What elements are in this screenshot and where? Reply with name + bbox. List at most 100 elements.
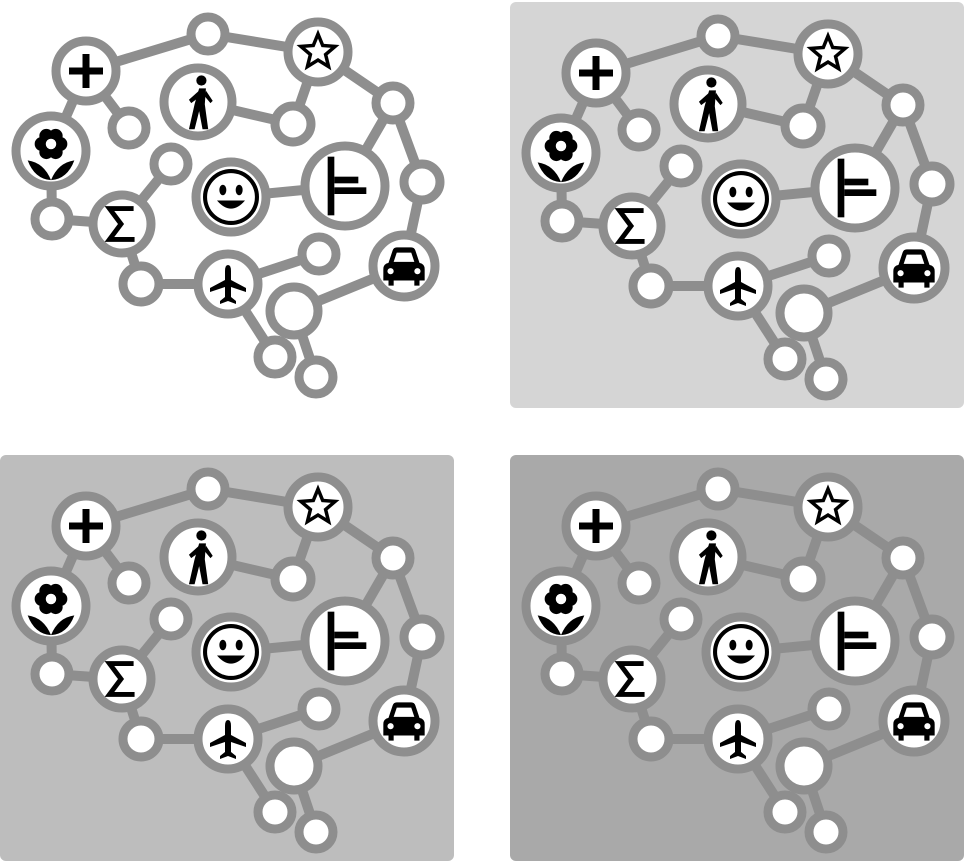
- icon-node: [703, 251, 773, 321]
- network-node: [107, 106, 151, 150]
- star-icon: [806, 484, 850, 526]
- network-node: [909, 614, 955, 660]
- network-node: [763, 337, 807, 381]
- panel-mid-gray: [0, 455, 454, 861]
- star-icon: [296, 484, 340, 526]
- network-node: [149, 597, 193, 641]
- network-node: [294, 810, 338, 854]
- network-node: [780, 103, 826, 149]
- network-node: [294, 355, 338, 399]
- network-node: [107, 561, 151, 605]
- network-node: [399, 614, 445, 660]
- icon-node: [878, 232, 950, 304]
- flower-icon: [537, 583, 585, 636]
- icon-node: [193, 249, 263, 319]
- network-node: [186, 467, 230, 511]
- icon-node: [598, 645, 666, 713]
- icon-node: [51, 36, 121, 106]
- network-node: [763, 790, 807, 834]
- panel-light-gray: [510, 2, 964, 408]
- sigma-icon: [614, 661, 645, 697]
- icon-node: [703, 704, 773, 774]
- icon-node: [159, 518, 237, 596]
- network-node: [696, 14, 740, 58]
- network-node: [118, 261, 164, 307]
- network-node: [909, 161, 955, 207]
- icon-node: [283, 17, 353, 87]
- star-icon: [806, 31, 850, 73]
- network-node: [540, 199, 584, 243]
- flower-icon: [537, 130, 585, 183]
- network-node: [804, 810, 848, 854]
- smiley-icon: [713, 171, 769, 227]
- walking-person-icon: [698, 77, 723, 132]
- icon-node: [521, 566, 601, 646]
- network-node: [617, 108, 661, 152]
- network-node: [881, 536, 925, 580]
- icon-node: [561, 491, 631, 561]
- network-node: [617, 561, 661, 605]
- car-icon: [893, 702, 935, 741]
- icon-node: [793, 472, 863, 542]
- smiley-icon: [203, 624, 259, 680]
- icon-node: [368, 685, 440, 757]
- icon-node: [193, 704, 263, 774]
- network-node: [270, 556, 316, 602]
- icon-node: [701, 612, 781, 692]
- network-node: [804, 357, 848, 401]
- panel-plain: [0, 0, 454, 406]
- icon-node: [159, 63, 237, 141]
- network-node: [297, 687, 341, 731]
- icon-node: [701, 159, 781, 239]
- walking-person-icon: [188, 530, 213, 585]
- network-node: [881, 83, 925, 127]
- car-icon: [893, 249, 935, 288]
- icon-node: [669, 518, 747, 596]
- icon-node: [51, 491, 121, 561]
- network-node: [659, 597, 703, 641]
- airplane-icon: [720, 267, 756, 306]
- network-node: [628, 263, 674, 309]
- network-node: [780, 556, 826, 602]
- network-node: [775, 737, 833, 795]
- plus-icon: [579, 56, 613, 90]
- network-node: [297, 232, 341, 276]
- plus-icon: [69, 54, 103, 88]
- network-node: [371, 536, 415, 580]
- network-node: [696, 467, 740, 511]
- network-node: [270, 101, 316, 147]
- airplane-icon: [210, 265, 246, 304]
- brain-network-graphic: [521, 14, 955, 401]
- bar-graph-icon: [327, 611, 367, 671]
- network-node: [775, 284, 833, 342]
- icon-node: [793, 19, 863, 89]
- icon-node: [191, 157, 271, 237]
- network-node: [807, 687, 851, 731]
- icon-node: [88, 190, 156, 258]
- smiley-icon: [203, 169, 259, 225]
- icon-node: [368, 230, 440, 302]
- network-node: [30, 197, 74, 241]
- icon-node: [878, 685, 950, 757]
- sigma-icon: [104, 206, 135, 242]
- icon-node: [521, 113, 601, 193]
- icon-node: [11, 111, 91, 191]
- star-icon: [296, 29, 340, 71]
- brain-network-graphic: [521, 467, 955, 854]
- walking-person-icon: [698, 530, 723, 585]
- network-node: [118, 716, 164, 762]
- icon-node: [561, 38, 631, 108]
- network-node: [399, 159, 445, 205]
- network-node: [371, 81, 415, 125]
- bar-graph-icon: [837, 611, 877, 671]
- plus-icon: [579, 509, 613, 543]
- bar-graph-icon: [837, 158, 877, 218]
- car-icon: [383, 702, 425, 741]
- sigma-icon: [614, 208, 645, 244]
- icon-node: [88, 645, 156, 713]
- icon-node: [669, 65, 747, 143]
- panel-dark-gray: [510, 455, 964, 861]
- network-node: [659, 144, 703, 188]
- bar-graph-icon: [327, 156, 367, 216]
- network-node: [253, 335, 297, 379]
